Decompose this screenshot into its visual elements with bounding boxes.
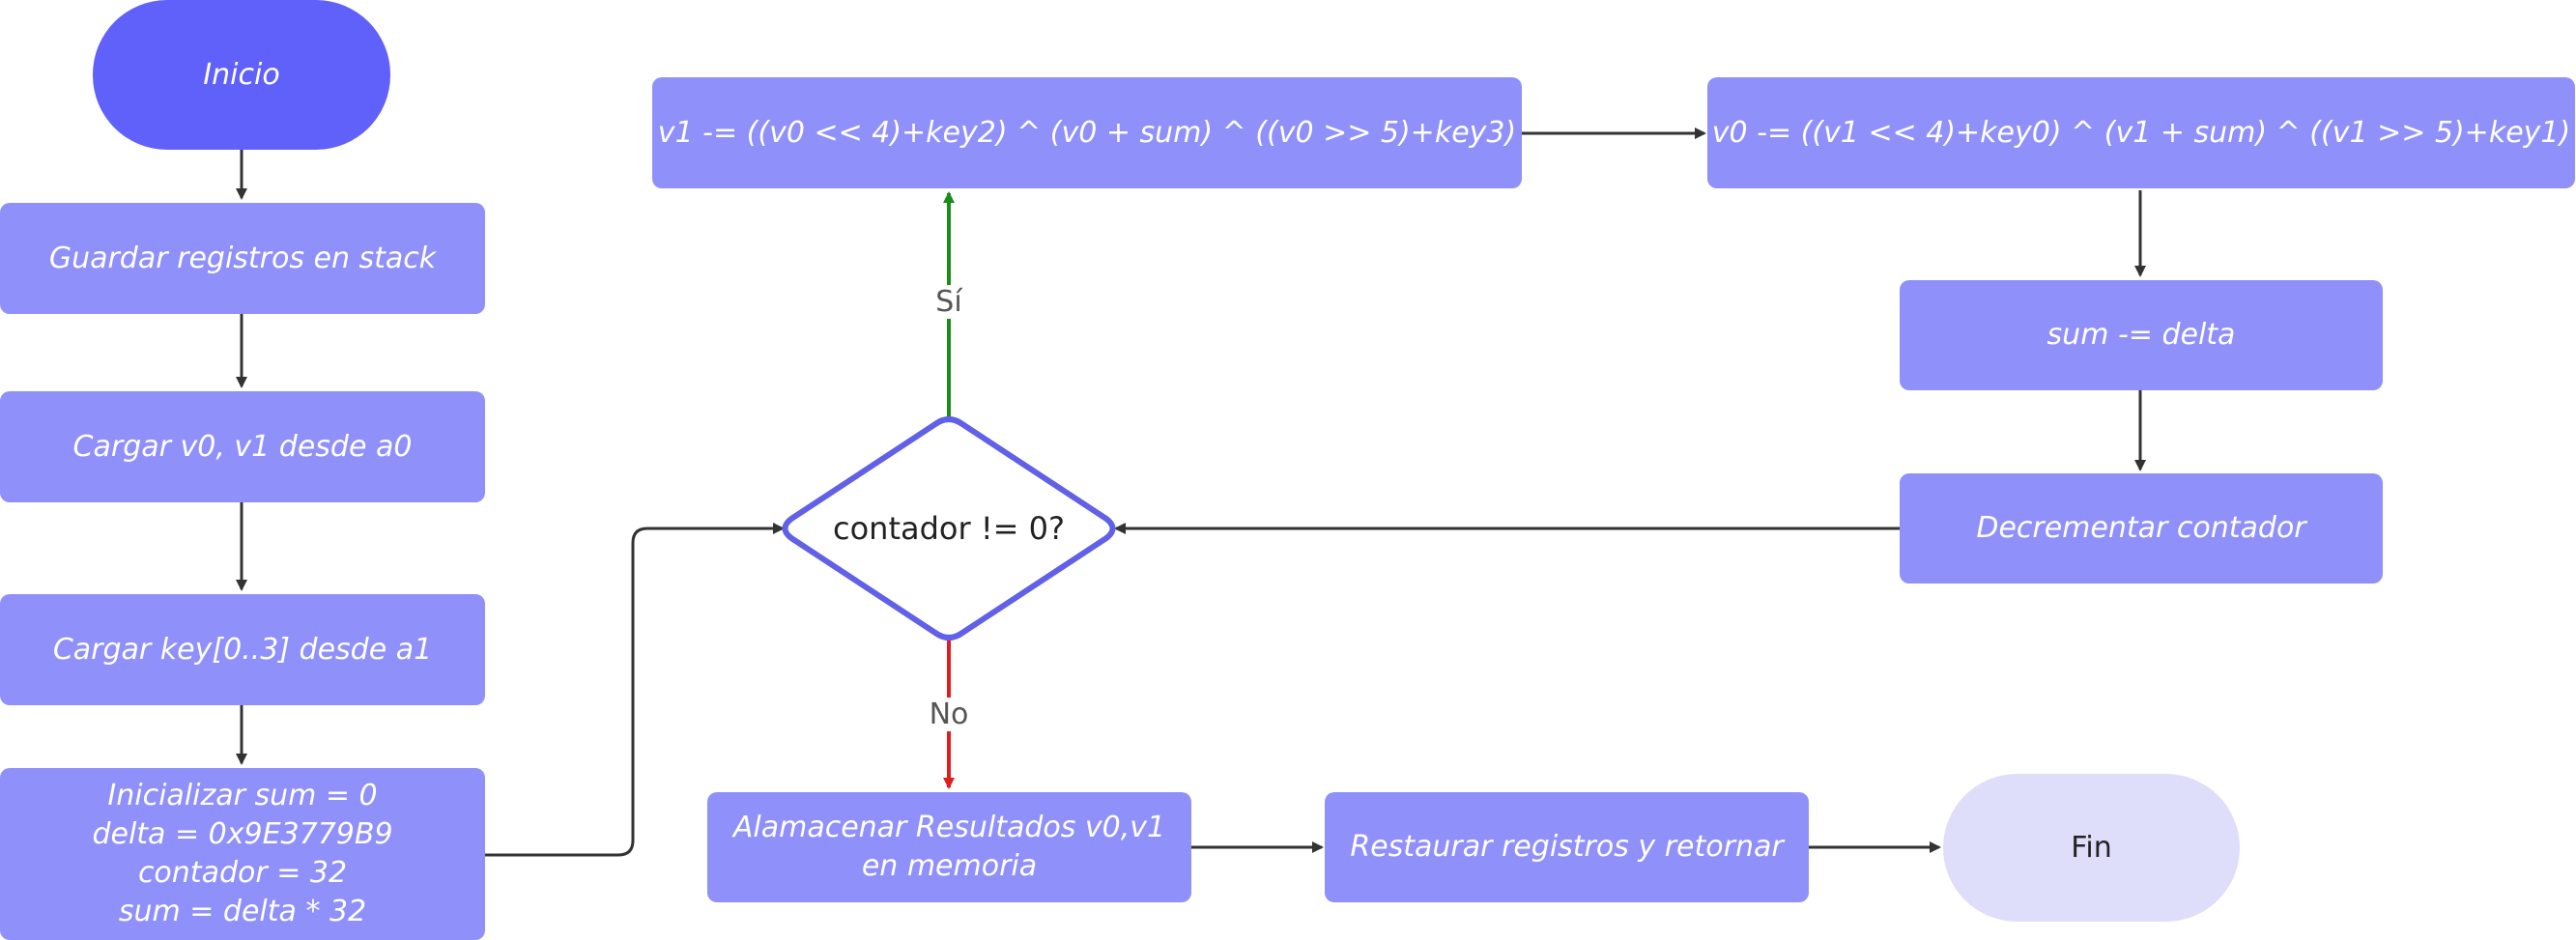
end-node: Fin: [1943, 774, 2240, 922]
v0-update-node: v0 -= ((v1 << 4)+key0) ^ (v1 + sum) ^ ((…: [1707, 77, 2575, 188]
store-results-label: Alamacenar Resultados v0,v1 en memoria: [732, 811, 1166, 883]
start-node: Inicio: [93, 0, 390, 150]
initialize-node: Inicializar sum = 0 delta = 0x9E3779B9 c…: [0, 768, 485, 940]
restore-label: Restaurar registros y retornar: [1350, 830, 1784, 864]
no-label: No: [921, 698, 977, 731]
v0-update-label: v0 -= ((v1 << 4)+key0) ^ (v1 + sum) ^ ((…: [1711, 115, 2571, 150]
decision-diamond: [782, 416, 1116, 641]
store-results-node: Alamacenar Resultados v0,v1 en memoria: [707, 792, 1191, 902]
decrement-node: Decrementar contador: [1900, 473, 2383, 584]
decrement-label: Decrementar contador: [1976, 511, 2306, 545]
load-key-node: Cargar key[0..3] desde a1: [0, 594, 485, 705]
initialize-label: Inicializar sum = 0 delta = 0x9E3779B9 c…: [92, 779, 393, 928]
end-label: Fin: [2071, 830, 2112, 865]
start-label: Inicio: [203, 57, 280, 92]
load-v-label: Cargar v0, v1 desde a0: [72, 429, 413, 464]
yes-label: Sí: [925, 285, 973, 319]
sum-update-node: sum -= delta: [1900, 280, 2383, 390]
decision-label: contador != 0?: [833, 510, 1065, 547]
v1-update-label: v1 -= ((v0 << 4)+key2) ^ (v0 + sum) ^ ((…: [657, 115, 1517, 150]
save-registers-label: Guardar registros en stack: [48, 241, 437, 275]
sum-update-label: sum -= delta: [2046, 318, 2236, 352]
load-v-node: Cargar v0, v1 desde a0: [0, 391, 485, 502]
edge-init-to-decision: [485, 523, 785, 857]
restore-node: Restaurar registros y retornar: [1325, 792, 1809, 902]
v1-update-node: v1 -= ((v0 << 4)+key2) ^ (v0 + sum) ^ ((…: [652, 77, 1522, 188]
load-key-label: Cargar key[0..3] desde a1: [52, 632, 433, 667]
save-registers-node: Guardar registros en stack: [0, 203, 485, 314]
